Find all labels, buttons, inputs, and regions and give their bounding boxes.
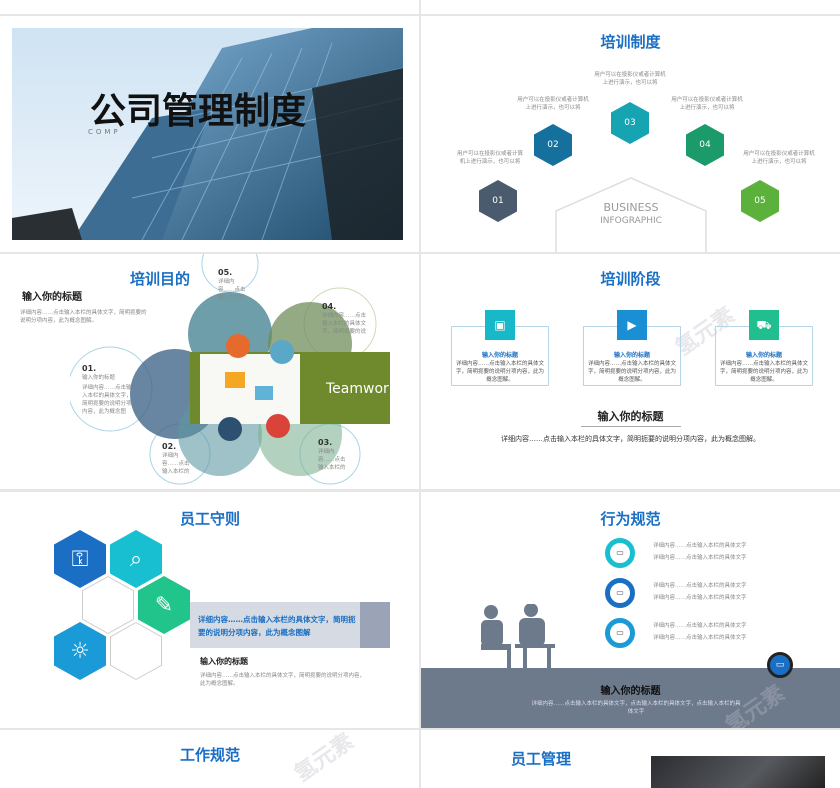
slide-behavior-norms[interactable]: 行为规范 ▭ ▭ ▭ 详细内容……点击输入本栏的具体文字 详细内容……点击输入本… [421, 492, 840, 728]
left-body: 详细内容……点击输入本栏的具体文字，简明扼要的说明分项内容，此为概念图解。 [20, 310, 147, 324]
search-icon: ⌕ [110, 530, 162, 588]
card-1-body: 详细内容……点击输入本栏的具体文字，简明扼要的说明分项内容，此为概念图解。 [455, 361, 544, 383]
left-heading: 输入你的标题 [22, 292, 82, 303]
heading: 输入你的标题 [200, 657, 248, 666]
ring-2: ▭ [605, 578, 635, 608]
note-01: 用户可以在投影仪或者计算机上进行演示，也可以将 [456, 151, 523, 165]
slide-top-left[interactable] [0, 0, 419, 14]
card-1-title: 输入你的标题 [481, 352, 518, 359]
slide-title: 培训目的 [129, 270, 190, 288]
slide-work-norms[interactable]: 工作规范 氢元素 [0, 730, 419, 788]
body: 详细内容……点击输入本栏的具体文字，简明扼要的说明分项内容，此为概念图解。 [501, 435, 760, 443]
cover-subtitle: COMP [88, 128, 121, 136]
business-label: BUSINESS [603, 201, 659, 214]
slide-employee-rules[interactable]: 员工守则 ⚿ ⌕ ✎ ☼ 详细内容……点击输入本栏的具体文字，简明扼要的说明分项… [0, 492, 419, 728]
hex-03: 03 [611, 102, 649, 144]
card-2-title: 输入你的标题 [613, 352, 650, 359]
key-icon: ⚿ [54, 530, 106, 588]
blue-text: 详细内容……点击输入本栏的具体文字，简明扼要的说明分项内容，此为概念图解 [198, 615, 356, 637]
num-01: 01. [82, 364, 97, 373]
text-01: 输入你的标题 [82, 375, 116, 381]
line-3a: 详细内容……点击输入本栏的具体文字 [653, 623, 747, 629]
highlight-panel-edge [360, 602, 390, 648]
card-3-title: 输入你的标题 [745, 352, 782, 359]
line-1b: 详细内容……点击输入本栏的具体文字 [653, 555, 747, 561]
slide-training-purpose[interactable]: 培训目的 输入你的标题 详细内容……点击输入本栏的具体文字，简明扼要的说明分项内… [0, 254, 419, 489]
line-2a: 详细内容……点击输入本栏的具体文字 [653, 583, 747, 589]
num-05: 05. [218, 268, 233, 277]
body-01: 详细内容……点击输入本栏的具体文字，简明扼要的说明分项内容，此为概念图解。 [82, 385, 132, 415]
slide-employee-management[interactable]: 员工管理 [421, 730, 840, 788]
slide-top-right[interactable] [421, 0, 840, 14]
body: 详细内容……点击输入本栏的具体文字，简明扼要的说明分项内容，此为概念图解。 [200, 673, 366, 687]
battery-icon: ▭ [767, 652, 793, 678]
body-04: 详细内容……点击输入本栏的具体文字，简明扼要的说明分项内容，此为概念图解。 [322, 313, 366, 335]
slide-training-stages[interactable]: 培训阶段 氢元素 ▣ ▶ ⛟ 输入你的标题 详细内容……点击输入本栏的具体文字，… [421, 254, 840, 489]
note-02: 用户可以在投影仪或者计算机上进行演示，也可以将 [517, 97, 589, 111]
meeting-silhouette [481, 604, 555, 668]
hex-02: 02 [534, 124, 572, 166]
slide-title: 培训制度 [600, 33, 661, 51]
outline-hex-2-inner [111, 623, 161, 679]
line-2b: 详细内容……点击输入本栏的具体文字 [653, 595, 747, 601]
watermark: 氢元素 [290, 730, 359, 788]
pencil-icon: ✎ [138, 576, 190, 634]
truck-icon: ⛟ [749, 310, 779, 340]
building-photo [12, 28, 403, 240]
body: 详细内容……点击输入本栏的具体文字，点击输入本栏的具体文字，点击输入本栏的具体文… [531, 701, 741, 715]
num-03: 03. [318, 438, 333, 447]
slide-title: 工作规范 [179, 746, 240, 764]
teamwork-circles [70, 254, 390, 485]
bottom-band [421, 668, 840, 728]
heading-underline [581, 426, 681, 427]
heading: 输入你的标题 [597, 410, 664, 423]
line-3b: 详细内容……点击输入本栏的具体文字 [653, 635, 747, 641]
line-1a: 详细内容……点击输入本栏的具体文字 [653, 543, 747, 549]
num-02: 02. [162, 442, 177, 451]
cover-title: 公司管理制度 [90, 91, 307, 132]
body-05: 详细内容……点击输入本栏的具体文字，简明扼要的说明分项内容，此为概念图解。 [218, 279, 246, 301]
hex-05: 05 [741, 180, 779, 222]
ring-3: ▭ [605, 618, 635, 648]
card-2-body: 详细内容……点击输入本栏的具体文字，简明扼要的说明分项内容，此为概念图解。 [587, 361, 676, 383]
bulb-icon: ☼ [54, 622, 106, 680]
highlight-panel [190, 602, 390, 648]
num-04: 04. [322, 302, 337, 311]
slide-title: 员工守则 [179, 510, 240, 528]
body-02: 详细内容……点击输入本栏的具体文字，简明扼要的说明分项内容，此为概念图解。 [162, 453, 190, 475]
dark-photo [651, 756, 825, 788]
note-04: 用户可以在投影仪或者计算机上进行演示，也可以将 [671, 97, 743, 111]
note-03: 用户可以在投影仪或者计算机上进行演示，也可以将 [594, 72, 666, 86]
card-3-body: 详细内容……点击输入本栏的具体文字，简明扼要的说明分项内容，此为概念图解。 [719, 361, 808, 383]
business-infographic-arch [555, 177, 707, 252]
slide-training-system[interactable]: 培训制度 BUSINESS INFOGRAPHIC 01 02 03 04 05… [421, 16, 840, 252]
ring-1: ▭ [605, 538, 635, 568]
video-icon: ▶ [617, 310, 647, 340]
slide-cover[interactable]: 公司管理制度 COMP [0, 16, 419, 252]
note-05: 用户可以在投影仪或者计算机上进行演示，也可以将 [743, 151, 815, 165]
teamwork-label: Teamwork [326, 381, 397, 397]
tv-icon: ▣ [485, 310, 515, 340]
infographic-label: INFOGRAPHIC [600, 216, 662, 226]
hex-01: 01 [479, 180, 517, 222]
outline-hex-1-inner [83, 577, 133, 633]
slide-title: 培训阶段 [600, 270, 661, 288]
heading: 输入你的标题 [600, 686, 661, 697]
slide-title: 行为规范 [600, 510, 661, 528]
hex-04: 04 [686, 124, 724, 166]
body-03: 详细内容……点击输入本栏的具体文字，简明扼要的说明分项内容，此为概念图解。 [318, 449, 346, 471]
slide-title: 员工管理 [510, 750, 571, 768]
